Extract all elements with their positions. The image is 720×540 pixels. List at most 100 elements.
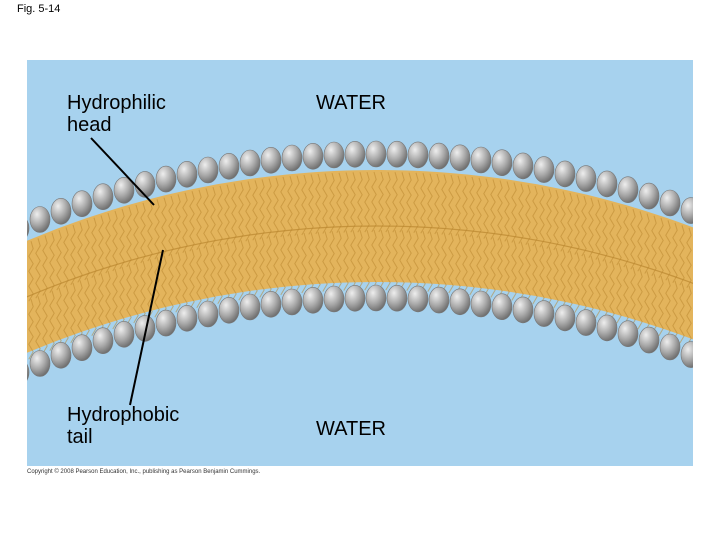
tail-squiggle — [280, 234, 286, 296]
tail-squiggle — [364, 229, 370, 291]
tail-squiggle — [203, 246, 209, 307]
phospholipid-head — [29, 350, 51, 377]
head-pointer-line — [90, 137, 155, 206]
phospholipid-head — [260, 147, 282, 174]
phospholipid-head — [617, 176, 639, 203]
tail-squiggle — [574, 252, 580, 313]
tail-squiggle — [154, 199, 160, 260]
hydrophilic-head-label: Hydrophilic head — [67, 92, 166, 136]
tail-squiggle — [644, 271, 650, 332]
phospholipid-head — [27, 219, 30, 237]
tail-squiggle — [63, 227, 69, 288]
tail-squiggle — [658, 217, 664, 279]
tail-squiggle — [245, 239, 251, 300]
tail-squiggle — [161, 197, 167, 258]
phospholipid-head — [554, 160, 576, 188]
tail-squiggle — [35, 296, 41, 357]
tail-squiggle — [357, 172, 363, 233]
tail-squiggle — [119, 208, 125, 270]
membrane-figure — [27, 60, 693, 466]
tail-squiggle — [329, 172, 335, 234]
tail-squiggle — [371, 171, 377, 233]
phospholipid-head — [659, 333, 681, 361]
tail-squiggle — [532, 243, 538, 305]
phospholipid-head — [386, 140, 408, 168]
phospholipid-head — [27, 363, 30, 381]
hydrophobic-tail-label: Hydrophobic tail — [67, 404, 180, 448]
phospholipid-head — [638, 182, 660, 210]
tail-squiggle — [378, 171, 384, 233]
tail-squiggle — [259, 179, 265, 240]
phospholipid-head — [197, 300, 219, 328]
tail-squiggle — [315, 173, 321, 235]
water-bottom-label: WATER — [316, 418, 386, 440]
tail-squiggle — [448, 174, 454, 236]
tail-squiggle — [84, 219, 90, 281]
tail-squiggle — [637, 269, 643, 330]
tail-squiggle — [224, 242, 230, 303]
tail-squiggle — [217, 243, 223, 305]
tail-squiggle — [252, 238, 258, 299]
phospholipid-head — [428, 286, 450, 314]
tail-squiggle — [602, 259, 608, 320]
tail-squiggle — [196, 189, 202, 251]
tail-squiggle — [28, 241, 34, 302]
phospholipid-head — [638, 326, 660, 354]
tail-squiggle — [378, 229, 384, 291]
tail-squiggle — [357, 230, 363, 291]
tail-squiggle — [616, 262, 622, 324]
tail-squiggle — [273, 235, 279, 296]
tail-squiggle — [329, 230, 335, 292]
phospholipid-head — [449, 144, 471, 172]
tail-squiggle — [231, 241, 237, 302]
phospholipid-head — [29, 206, 51, 233]
tail-squiggle — [679, 225, 685, 286]
tail-squiggle — [588, 197, 594, 259]
tail-squiggle — [469, 234, 475, 296]
phospholipid-head — [659, 189, 681, 217]
phospholipid-head — [323, 141, 345, 169]
tail-squiggle — [609, 261, 615, 322]
tail-squiggle — [147, 200, 153, 262]
phospholipid-head — [239, 149, 261, 177]
phospholipid-head — [575, 165, 597, 192]
tail-squiggle — [343, 230, 349, 291]
tail-squiggle — [427, 173, 433, 234]
tail-squiggle — [413, 172, 419, 234]
tail-squiggle — [350, 230, 356, 291]
tail-squiggle — [490, 237, 496, 298]
tail-squiggle — [420, 173, 426, 234]
tail-squiggle — [364, 171, 370, 233]
tail-squiggle — [406, 230, 412, 291]
phospholipid-head — [113, 177, 135, 204]
tail-squiggle — [238, 182, 244, 243]
tail-squiggle — [189, 191, 195, 252]
tail-squiggle — [189, 249, 195, 310]
tail-squiggle — [343, 172, 349, 233]
tail-squiggle — [672, 222, 678, 284]
tail-squiggle — [546, 188, 552, 249]
tail-squiggle — [413, 230, 419, 292]
tail-squiggle — [483, 178, 489, 239]
tail-squiggle — [406, 172, 412, 233]
phospholipid-head — [71, 334, 93, 362]
tail-squiggle — [98, 273, 104, 334]
tail-squiggle — [315, 231, 321, 293]
tail-squiggle — [133, 204, 139, 266]
phospholipid-head — [197, 156, 219, 184]
tail-squiggle — [371, 229, 377, 291]
tail-squiggle — [70, 224, 76, 286]
tail-squiggle — [266, 236, 272, 297]
tail-squiggle — [553, 247, 559, 309]
tail-squiggle — [560, 249, 566, 310]
tail-squiggle — [35, 238, 41, 299]
tail-squiggle — [497, 238, 503, 299]
tail-squiggle — [182, 250, 188, 311]
tail-squiggle — [658, 275, 664, 337]
tail-squiggle — [434, 231, 440, 293]
tail-squiggle — [399, 172, 405, 233]
tail-squiggle — [434, 173, 440, 235]
tail-squiggle — [49, 232, 55, 293]
phospholipid-head — [176, 161, 198, 188]
tail-squiggle — [518, 183, 524, 244]
